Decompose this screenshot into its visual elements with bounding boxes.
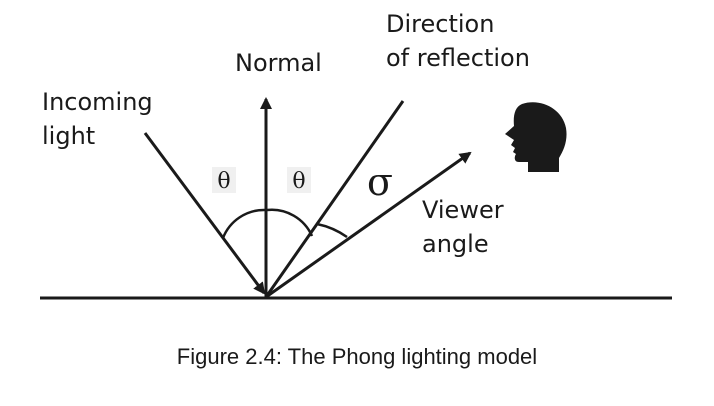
theta-left-box <box>212 167 236 193</box>
angle-arc-reflected <box>266 208 314 237</box>
theta-left-label: θ <box>217 169 230 194</box>
figure-caption: Figure 2.4: The Phong lighting model <box>177 344 537 369</box>
human-head-silhouette-icon <box>505 102 567 172</box>
incoming-light-label-line2: light <box>42 122 95 150</box>
normal-label: Normal <box>235 49 322 77</box>
angle-arc-incoming <box>221 208 266 239</box>
viewer-vector <box>265 151 472 299</box>
reflection-label-line2: of reflection <box>386 44 530 72</box>
sigma-label: σ <box>367 160 393 204</box>
incoming-light-ray <box>143 132 266 295</box>
theta-right-box <box>287 167 311 193</box>
viewer-label-line1: Viewer <box>422 196 504 224</box>
incoming-light-label-line1: Incoming <box>42 88 153 116</box>
angle-arc-viewer <box>316 222 348 239</box>
reflection-direction-line <box>264 100 405 298</box>
reflection-label-line1: Direction <box>386 10 494 38</box>
theta-right-label: θ <box>292 169 305 194</box>
viewer-label-line2: angle <box>422 230 489 258</box>
